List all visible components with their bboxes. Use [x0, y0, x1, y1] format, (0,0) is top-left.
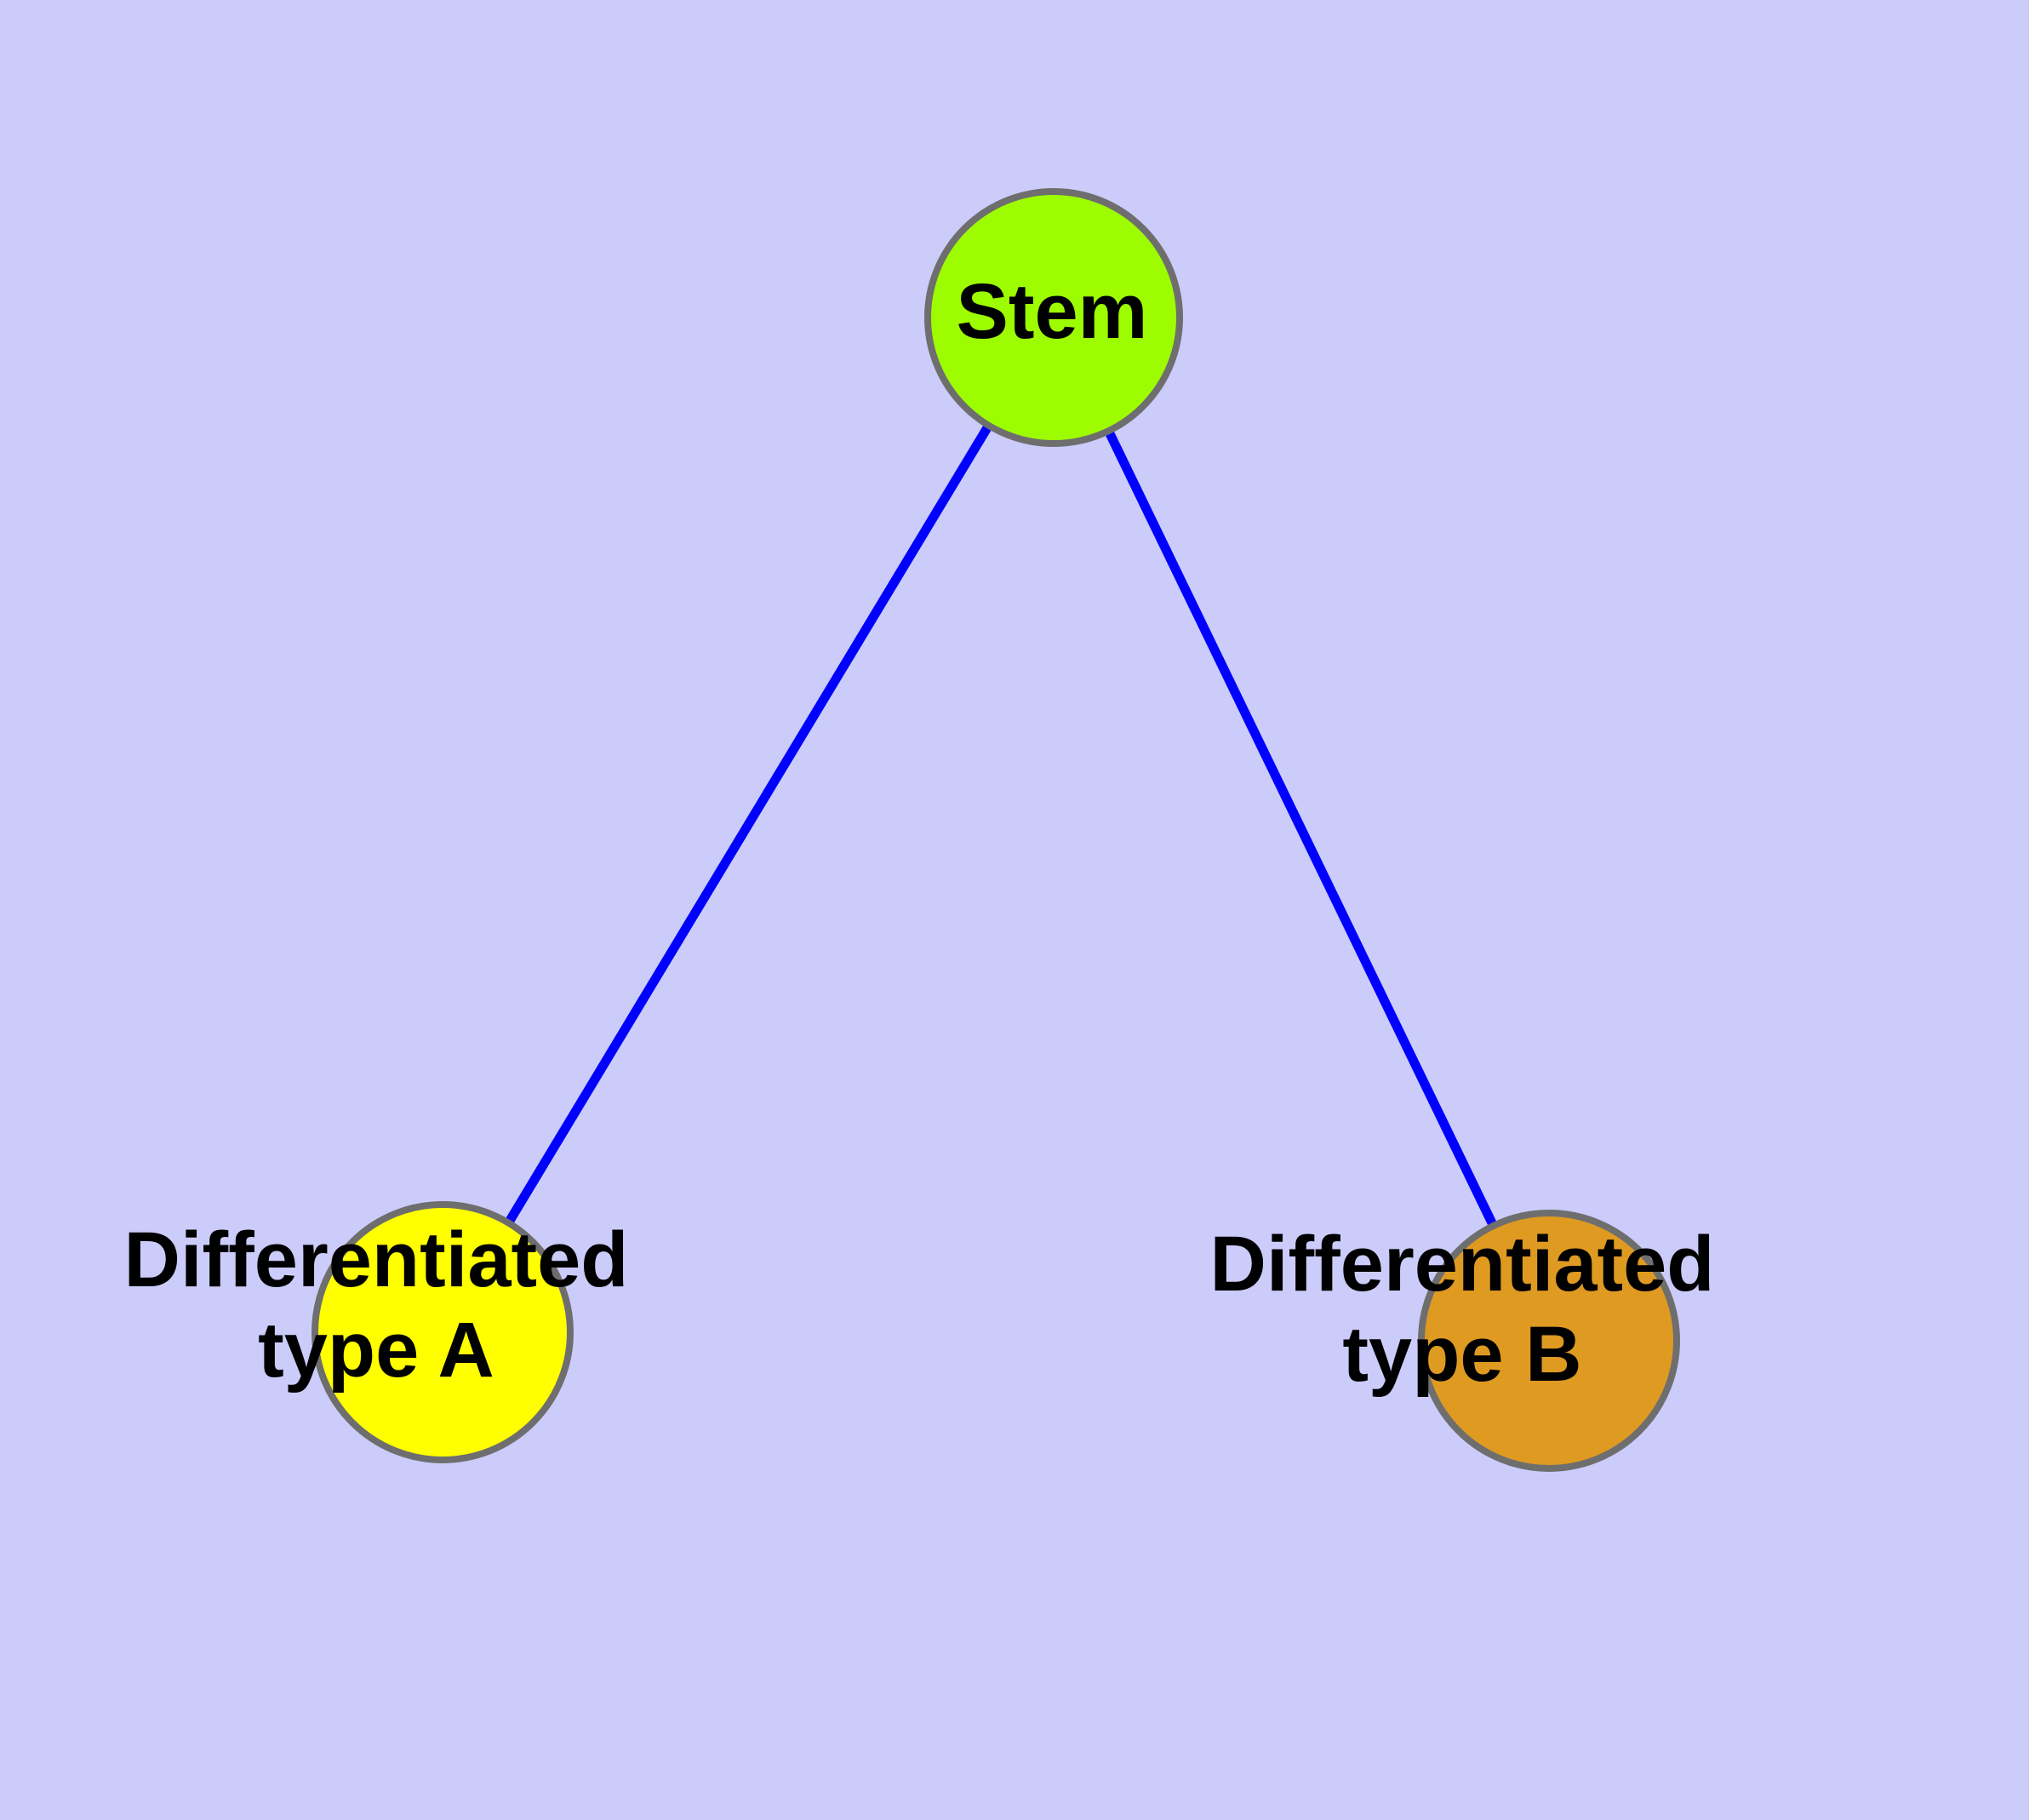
node-label-line: Differentiated [1210, 1221, 1715, 1308]
node-label-line: type B [1342, 1311, 1581, 1398]
edges-group [438, 315, 1553, 1343]
node-differentiated-type-a[interactable] [311, 1201, 574, 1463]
node-label-line: type A [258, 1307, 494, 1394]
edge-stem-to-differentiated-type-b[interactable] [1049, 315, 1553, 1343]
node-stem[interactable] [924, 188, 1183, 447]
node-label-line: Differentiated [124, 1216, 629, 1303]
edge-stem-to-differentiated-type-a[interactable] [438, 315, 1058, 1335]
node-differentiated-type-b[interactable] [1418, 1210, 1680, 1472]
node-label-stem: Stem [957, 268, 1148, 355]
nodes-group [311, 188, 1680, 1472]
node-label-line: Stem [957, 268, 1148, 355]
